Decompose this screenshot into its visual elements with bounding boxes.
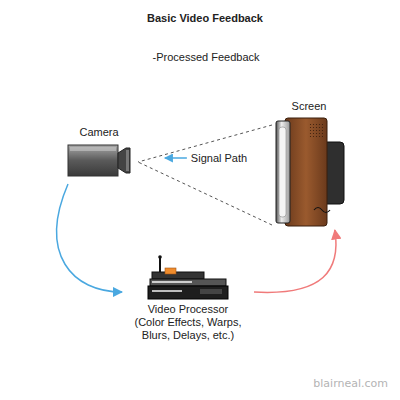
connector [57,184,122,292]
camera-node: Camera [60,126,138,184]
connector-line [165,157,187,159]
node-description: (Color Effects, Warps, Blurs, Delays, et… [122,316,254,342]
video-processor-node: Video Processor(Color Effects, Warps, Bl… [122,265,254,363]
camera-icon [68,145,130,176]
video-processor-icon [148,255,228,299]
screen-node: Screen [272,100,346,230]
watermark: blairneal.com [313,377,388,390]
node-title: Camera [60,126,138,139]
screen-icon [276,118,344,226]
subtitle: -Processed Feedback [153,51,260,63]
node-title: Screen [272,100,346,113]
connector-line [57,184,122,292]
connector [254,230,336,292]
connector-line [254,230,336,292]
edge-label: Signal Path [190,152,248,164]
connector-line [138,162,272,225]
connector [138,125,272,225]
diagram-title: Basic Video Feedback [147,12,263,24]
node-title: Video Processor [122,303,254,316]
